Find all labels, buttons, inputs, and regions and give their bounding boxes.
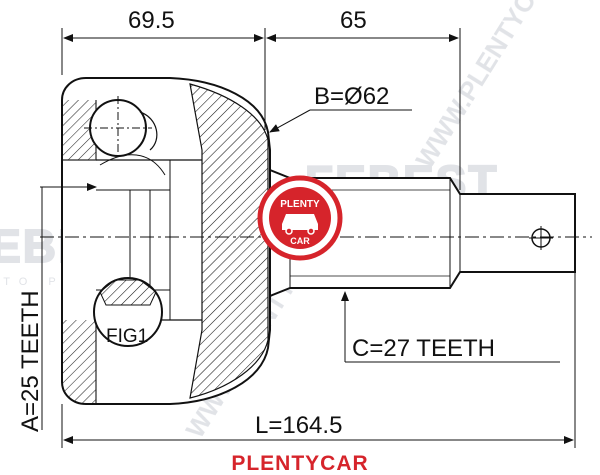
footer-brand: PLENTYCAR [231,452,368,475]
dimension-inner-teeth-text: A=25 TEETH [17,290,44,432]
badge-top-text: PLENTY [280,199,320,210]
plentycar-badge: PLENTY CAR [257,175,343,261]
dimension-top-left: 69.5 [61,7,266,130]
ball-top [84,96,158,160]
figure-label: FIG1 [106,326,148,347]
dimension-top-right-text: 65 [340,7,367,34]
fig1-ball: FIG1 [93,277,163,347]
dimension-inner-teeth: A=25 TEETH [17,183,97,432]
dimension-length-text: L=164.5 [255,412,342,439]
dimension-top-right: 65 [266,7,461,190]
dimension-top-left-text: 69.5 [128,7,175,34]
car-icon [282,214,318,230]
dimension-length: L=164.5 [61,272,576,448]
badge-bottom-text: CAR [290,236,310,246]
dimension-outer-teeth-text: C=27 TEETH [352,335,495,362]
watermark-site-2: WWW.PLENTYCAR [410,0,562,173]
dimension-diameter-text: B=Ø62 [314,83,389,110]
dimension-diameter: B=Ø62 [269,83,412,133]
dimension-outer-teeth: C=27 TEETH [341,291,560,363]
housing [61,77,271,405]
